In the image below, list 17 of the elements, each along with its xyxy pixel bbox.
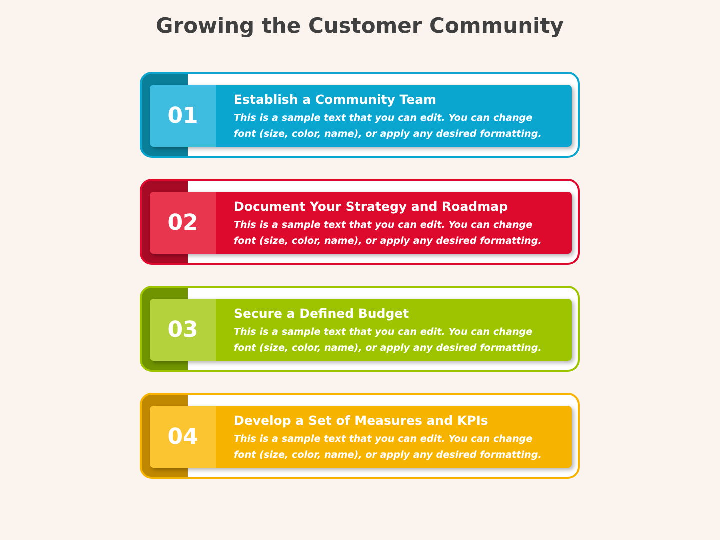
title: Growing the Customer Community [154,14,565,38]
step-description: This is a sample text that you can edit. You can change font (size, color, name), or apply any desired formatting. [234,112,543,142]
step-number: 03 [150,299,216,361]
step-number: 04 [150,406,216,468]
step-description: This is a sample text that you can edit. You can change font (size, color, name), or apply any desired formatting. [234,219,543,249]
step-description: This is a sample text that you can edit. You can change font (size, color, name), or apply any desired formatting. [234,326,543,356]
step-heading: Develop a Set of Measures and KPIs [234,413,488,428]
step-card [140,393,580,479]
step-heading: Secure a Defined Budget [234,306,410,321]
step-number: 02 [150,192,216,254]
step-card [140,72,580,158]
step-description: This is a sample text that you can edit. You can change font (size, color, name), or apply any desired formatting. [234,433,543,463]
step-number: 01 [150,85,216,147]
step-heading: Document Your Strategy and Roadmap [234,199,508,214]
step-heading: Establish a Community Team [234,92,437,107]
step-card [140,286,580,372]
step-card [140,179,580,265]
